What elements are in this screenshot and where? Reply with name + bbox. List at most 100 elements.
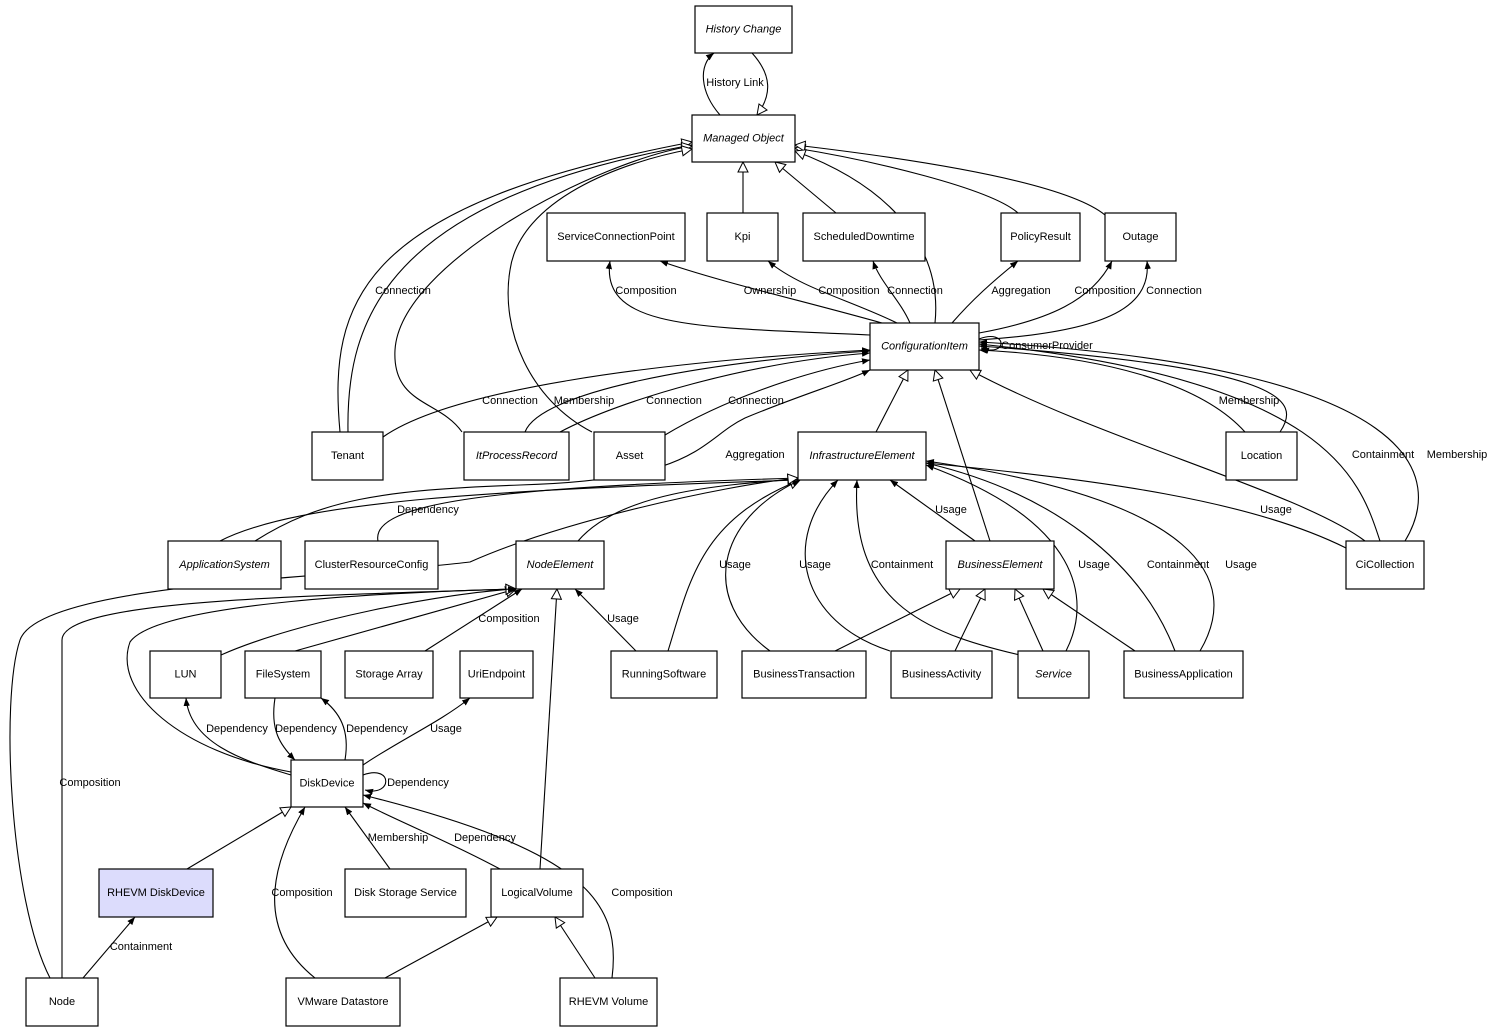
class-node-businessactivity[interactable]: BusinessActivity xyxy=(890,650,993,699)
class-box[interactable] xyxy=(802,212,926,262)
class-node-businesselement[interactable]: BusinessElement xyxy=(945,540,1055,590)
class-box[interactable] xyxy=(706,212,779,262)
class-node-storage-array[interactable]: Storage Array xyxy=(344,650,434,699)
class-node-cicollection[interactable]: CiCollection xyxy=(1345,540,1425,590)
class-box[interactable] xyxy=(1017,650,1090,699)
class-node-uriendpoint[interactable]: UriEndpoint xyxy=(459,650,534,699)
class-node-infrastructureelement[interactable]: InfrastructureElement xyxy=(797,431,927,481)
class-box[interactable] xyxy=(869,322,980,371)
edge-label: Containment xyxy=(871,559,933,571)
class-node-logicalvolume[interactable]: LogicalVolume xyxy=(490,868,584,918)
class-name: ConfigurationItem xyxy=(881,340,968,352)
class-box[interactable] xyxy=(244,650,322,699)
class-node-policyresult[interactable]: PolicyResult xyxy=(1000,212,1081,262)
class-box[interactable] xyxy=(1225,431,1298,481)
class-box[interactable] xyxy=(797,431,927,481)
class-box[interactable] xyxy=(463,431,570,481)
class-box[interactable] xyxy=(459,650,534,699)
association-edge-vmware-datastore-to-diskdevice xyxy=(274,806,316,979)
edge-label: Usage xyxy=(1078,559,1110,571)
class-box[interactable] xyxy=(311,431,384,481)
class-node-history-change[interactable]: History Change xyxy=(694,5,793,54)
class-node-managed-object[interactable]: Managed Object xyxy=(691,114,796,163)
association-edge-diskdevice-to-lun xyxy=(183,697,292,776)
class-box[interactable] xyxy=(98,868,214,918)
class-name: LogicalVolume xyxy=(501,887,573,899)
class-name: ScheduledDowntime xyxy=(814,231,915,243)
class-name: BusinessActivity xyxy=(902,668,982,680)
class-box[interactable] xyxy=(285,977,401,1027)
class-box[interactable] xyxy=(1345,540,1425,590)
inheritance-edge-vmware-datastore-to-logicalvolume xyxy=(384,917,497,979)
class-box[interactable] xyxy=(694,5,793,54)
inheritance-edge-nodeelement-to-infrastructureelement xyxy=(577,479,798,542)
class-box[interactable] xyxy=(610,650,718,699)
class-node-kpi[interactable]: Kpi xyxy=(706,212,779,262)
association-edge-itprocessrecord-to-configurationitem xyxy=(559,350,871,433)
association-edge-node-to-rhevm-diskdevice xyxy=(82,916,136,979)
class-box[interactable] xyxy=(149,650,222,699)
class-box[interactable] xyxy=(25,977,99,1027)
class-node-location[interactable]: Location xyxy=(1225,431,1298,481)
class-node-applicationsystem[interactable]: ApplicationSystem xyxy=(167,540,282,590)
class-node-vmware-datastore[interactable]: VMware Datastore xyxy=(285,977,401,1027)
class-box[interactable] xyxy=(344,868,467,918)
class-box[interactable] xyxy=(890,650,993,699)
class-box[interactable] xyxy=(593,431,666,481)
class-node-businessapplication[interactable]: BusinessApplication xyxy=(1123,650,1244,699)
class-node-businesstransaction[interactable]: BusinessTransaction xyxy=(741,650,867,699)
class-node-lun[interactable]: LUN xyxy=(149,650,222,699)
inheritance-edge-outage-to-managed-object xyxy=(795,145,1106,216)
class-box[interactable] xyxy=(1104,212,1177,262)
class-node-asset[interactable]: Asset xyxy=(593,431,666,481)
class-node-disk-storage-service[interactable]: Disk Storage Service xyxy=(344,868,467,918)
class-box[interactable] xyxy=(167,540,282,590)
class-box[interactable] xyxy=(515,540,605,590)
edge-label: Connection xyxy=(887,285,943,297)
class-node-nodeelement[interactable]: NodeElement xyxy=(515,540,605,590)
class-box[interactable] xyxy=(344,650,434,699)
inheritance-edge-applicationsystem-to-infrastructureelement xyxy=(219,480,798,542)
class-name: Disk Storage Service xyxy=(354,887,457,899)
class-box[interactable] xyxy=(490,868,584,918)
class-box[interactable] xyxy=(691,114,796,163)
edge-label: Membership xyxy=(368,832,429,844)
class-node-service[interactable]: Service xyxy=(1017,650,1090,699)
class-box[interactable] xyxy=(1000,212,1081,262)
class-node-itprocessrecord[interactable]: ItProcessRecord xyxy=(463,431,570,481)
class-node-outage[interactable]: Outage xyxy=(1104,212,1177,262)
class-box[interactable] xyxy=(741,650,867,699)
edge-label: Membership xyxy=(1219,395,1280,407)
edges-layer xyxy=(9,52,1419,979)
edge-label: Ownership xyxy=(744,285,797,297)
class-node-clusterresourceconfig[interactable]: ClusterResourceConfig xyxy=(304,540,439,590)
inheritance-edge-asset-to-managed-object xyxy=(507,149,692,433)
association-edge-configurationitem-to-kpi xyxy=(767,260,898,324)
inheritance-edge-tenant-to-managed-object xyxy=(337,142,692,433)
class-node-rhevm-diskdevice[interactable]: RHEVM DiskDevice xyxy=(98,868,214,918)
class-node-diskdevice[interactable]: DiskDevice xyxy=(290,759,364,808)
class-box[interactable] xyxy=(1123,650,1244,699)
class-box[interactable] xyxy=(559,977,658,1027)
class-node-runningsoftware[interactable]: RunningSoftware xyxy=(610,650,718,699)
class-box[interactable] xyxy=(546,212,686,262)
inheritance-edge-businesstransaction-to-businesselement xyxy=(834,589,960,652)
class-name: ApplicationSystem xyxy=(178,559,270,571)
edge-label: History Link xyxy=(706,77,764,89)
association-edge-diskdevice-to-filesystem xyxy=(320,697,347,761)
association-edge-configurationitem-to-serviceconnectionpoint xyxy=(605,260,871,336)
edge-label: Composition xyxy=(611,887,672,899)
class-node-configurationitem[interactable]: ConfigurationItem xyxy=(869,322,980,371)
class-node-filesystem[interactable]: FileSystem xyxy=(244,650,322,699)
class-node-serviceconnectionpoint[interactable]: ServiceConnectionPoint xyxy=(546,212,686,262)
class-box[interactable] xyxy=(945,540,1055,590)
class-node-tenant[interactable]: Tenant xyxy=(311,431,384,481)
edge-label: Composition xyxy=(818,285,879,297)
class-node-scheduleddowntime[interactable]: ScheduledDowntime xyxy=(802,212,926,262)
class-box[interactable] xyxy=(304,540,439,590)
class-node-rhevm-volume[interactable]: RHEVM Volume xyxy=(559,977,658,1027)
class-box[interactable] xyxy=(290,759,364,808)
class-node-node[interactable]: Node xyxy=(25,977,99,1027)
class-name: RHEVM Volume xyxy=(569,996,648,1008)
class-name: RunningSoftware xyxy=(622,668,706,680)
